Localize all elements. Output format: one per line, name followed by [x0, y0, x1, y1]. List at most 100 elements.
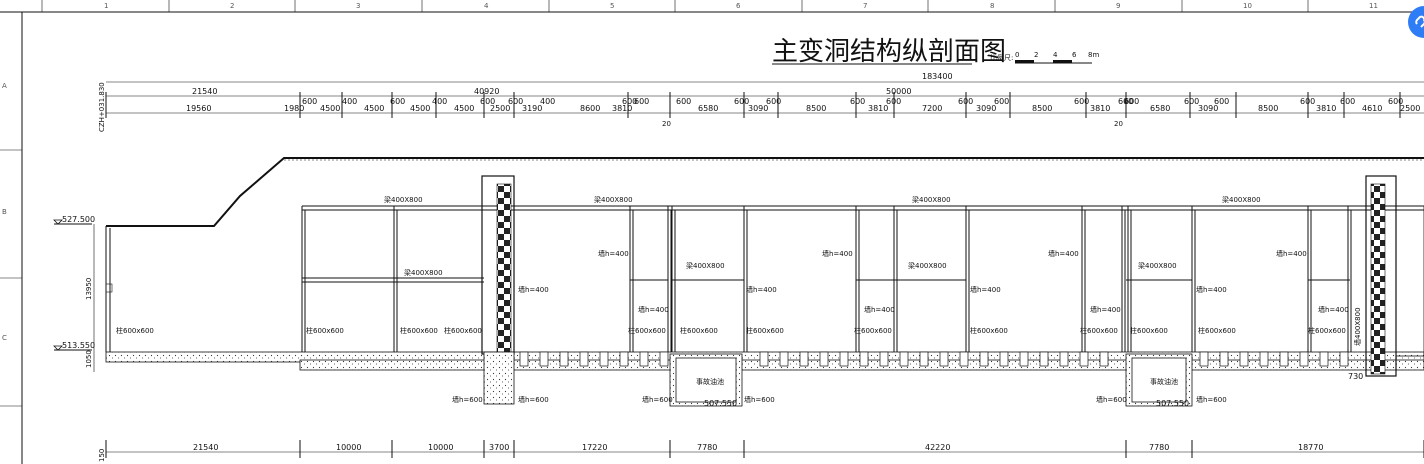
- oil-pit-label-2: 事故油池: [1150, 377, 1178, 386]
- dim-row3-28: 7200: [922, 104, 942, 113]
- column-label-10: 柱600x600: [1080, 326, 1118, 335]
- zone-top-7: 7: [863, 2, 867, 10]
- joint-mark-2: 20: [1114, 120, 1123, 128]
- dim-bottom-left: 150: [98, 449, 106, 462]
- zone-top-6: 6: [736, 2, 741, 10]
- dim-row3-22: 3090: [748, 104, 768, 113]
- dim-left-vertical: CZH+031.830: [98, 82, 106, 132]
- dim-row3-23: 600: [766, 97, 781, 106]
- dim-row3-47: 2500: [1400, 104, 1420, 113]
- wall-label-14: 墙h=600: [518, 395, 549, 404]
- zone-top-9: 9: [1116, 2, 1120, 10]
- wall-label-16: 墙h=600: [744, 395, 775, 404]
- dim-row3-15: 8600: [580, 104, 600, 113]
- dim-row3-36: 600: [1124, 97, 1139, 106]
- dim-row2-2: 50000: [886, 87, 911, 96]
- dim-row3-20: 6580: [698, 104, 718, 113]
- dim-row3-5: 4500: [364, 104, 384, 113]
- wall-label-12: 墙h=400: [1318, 305, 1349, 314]
- dim-bottom-8: 18770: [1298, 443, 1323, 452]
- dim-row3-2: 600: [302, 97, 317, 106]
- dim-bottom-5: 7780: [697, 443, 717, 452]
- wall-label-1: 墙h=400: [598, 249, 629, 258]
- dim-row3-4: 400: [342, 97, 357, 106]
- wall-label-18: 墙h=600: [1196, 395, 1227, 404]
- level-upper: 527.500: [62, 215, 95, 224]
- zone-top-5: 5: [610, 2, 614, 10]
- zone-left-B: B: [2, 208, 7, 216]
- dim-row3-21: 600: [734, 97, 749, 106]
- floating-link-button[interactable]: [1408, 6, 1424, 38]
- dim-row3-41: 8500: [1258, 104, 1278, 113]
- beam-label-1: 梁400X800: [384, 195, 423, 204]
- dim-bottom-4: 17220: [582, 443, 607, 452]
- dim-row2-1: 40920: [474, 87, 499, 96]
- wall-vertical-label: 墙400X800: [1353, 307, 1362, 346]
- zone-top-8: 8: [990, 2, 994, 10]
- dim-row3-40: 600: [1214, 97, 1229, 106]
- dim-row3-8: 400: [432, 97, 447, 106]
- wall-label-10: 墙h=400: [864, 305, 895, 314]
- link-icon: [1415, 15, 1424, 28]
- level-lower: 513.550: [62, 341, 95, 350]
- column-label-2: 柱600x600: [306, 326, 344, 335]
- dim-row3-7: 4500: [410, 104, 430, 113]
- zone-left-C: C: [2, 334, 7, 342]
- wall-label-7: 墙h=400: [970, 285, 1001, 294]
- dim-row3-44: 600: [1340, 97, 1355, 106]
- dim-row3-6: 600: [390, 97, 405, 106]
- dim-row3-1: 1980: [284, 104, 304, 113]
- wall-label-13: 墙h=600: [452, 395, 483, 404]
- cavern-section: 梁400X800 梁400X800 梁400X800 梁400X800 梁400…: [105, 157, 1424, 408]
- wall-label-11: 墙h=400: [1090, 305, 1121, 314]
- scale-tick-4: 4: [1053, 51, 1058, 59]
- dim-row3-38: 600: [1184, 97, 1199, 106]
- title-block: 主变洞结构纵剖面图 比例尺: 0 2 4 6 8m: [772, 37, 1099, 67]
- right-level: 730: [1348, 372, 1363, 381]
- dim-row3-16: 600: [622, 97, 637, 106]
- dim-row2-0: 21540: [192, 87, 217, 96]
- dim-row3-14: 400: [540, 97, 555, 106]
- oil-pit-label-1: 事故油池: [696, 377, 724, 386]
- wall-label-17: 墙h=600: [1096, 395, 1127, 404]
- column-label-7: 柱600x600: [746, 326, 784, 335]
- dim-bottom-3: 3700: [489, 443, 509, 452]
- wall-label-9: 墙h=400: [638, 305, 669, 314]
- zone-top-4: 4: [484, 2, 489, 10]
- dim-bottom-6: 42220: [925, 443, 950, 452]
- scale-tick-2: 2: [1034, 51, 1038, 59]
- beam-label-6: 梁400X800: [686, 261, 725, 270]
- dim-row3-11: 2500: [490, 104, 510, 113]
- scale-tick-0: 0: [1015, 51, 1019, 59]
- dim-row3-45: 4610: [1362, 104, 1382, 113]
- dim-row3-25: 600: [850, 97, 865, 106]
- zone-top-10: 10: [1243, 2, 1252, 10]
- drawing-title: 主变洞结构纵剖面图: [772, 37, 1006, 67]
- column-label-1: 柱600x600: [116, 326, 154, 335]
- wall-label-8: 墙h=400: [1196, 285, 1227, 294]
- dim-row3-9: 4500: [454, 104, 474, 113]
- height-base: 1050: [85, 350, 93, 368]
- column-label-3: 柱600x600: [400, 326, 438, 335]
- beam-label-3: 梁400X800: [912, 195, 951, 204]
- dim-row3-31: 600: [994, 97, 1009, 106]
- beam-label-4: 梁400X800: [1222, 195, 1261, 204]
- column-label-12: 柱600x600: [1198, 326, 1236, 335]
- wall-label-2: 墙h=400: [822, 249, 853, 258]
- wall-label-6: 墙h=400: [746, 285, 777, 294]
- column-label-9: 柱600x600: [970, 326, 1008, 335]
- height-main: 13950: [85, 278, 93, 300]
- dim-row3-0: 19560: [186, 104, 211, 113]
- scale-bar: 0 2 4 6 8m: [1015, 51, 1099, 64]
- dim-row3-34: 3810: [1090, 104, 1110, 113]
- dim-row3-26: 3810: [868, 104, 888, 113]
- dim-row3-33: 600: [1074, 97, 1089, 106]
- scale-label: 比例尺:: [990, 53, 1013, 62]
- column-label-11: 柱600x600: [1130, 326, 1168, 335]
- column-label-5: 柱600x600: [628, 326, 666, 335]
- dim-row3-17: 3810: [612, 104, 632, 113]
